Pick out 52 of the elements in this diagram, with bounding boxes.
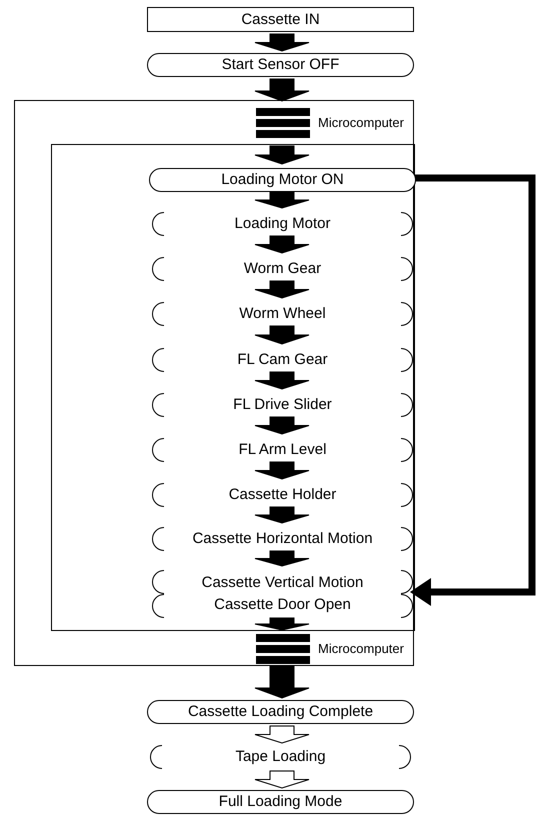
block-arrow xyxy=(254,372,310,390)
node-label: Cassette IN xyxy=(241,10,320,30)
bracket-box xyxy=(147,745,414,769)
block-arrow xyxy=(254,192,310,209)
rounded-box xyxy=(147,700,414,724)
rounded-box xyxy=(147,790,414,814)
block-arrow xyxy=(254,666,310,699)
connector-arrow xyxy=(410,174,536,606)
node-label: Worm Wheel xyxy=(239,304,326,324)
block-arrow xyxy=(254,550,310,567)
rounded-box xyxy=(149,168,416,192)
block-arrow xyxy=(254,618,310,631)
block-arrow xyxy=(254,146,310,165)
block-arrow xyxy=(254,462,310,480)
node-label: Full Loading Mode xyxy=(218,792,342,812)
node-label: Loading Motor ON xyxy=(221,170,344,190)
rounded-box xyxy=(147,53,414,77)
node-label: Cassette Holder xyxy=(228,485,336,505)
process-box xyxy=(147,7,414,32)
node-label: FL Arm Level xyxy=(238,440,326,460)
node-label: Cassette Door Open xyxy=(214,595,351,615)
node-label: Loading Motor xyxy=(234,214,330,234)
bracket-box xyxy=(149,257,416,281)
block-arrow xyxy=(254,770,310,789)
node-label: Cassette Vertical Motion xyxy=(202,573,364,593)
node-label: Tape Loading xyxy=(235,747,326,767)
bracket-box xyxy=(149,483,416,507)
bracket-box xyxy=(149,570,416,618)
node-label: Cassette Horizontal Motion xyxy=(192,529,373,549)
bracket-box xyxy=(149,393,416,417)
node-label: Cassette Loading Complete xyxy=(188,702,374,722)
block-arrow xyxy=(254,236,310,254)
node-label: FL Cam Gear xyxy=(237,350,328,370)
node-label: Worm Gear xyxy=(244,259,322,279)
block-arrow xyxy=(254,726,310,744)
block-arrow xyxy=(254,34,310,52)
frame-box xyxy=(14,100,414,666)
node-label: Microcomputer xyxy=(318,114,404,132)
bracket-box xyxy=(149,438,416,462)
bracket-box xyxy=(149,527,416,551)
block-arrow xyxy=(254,416,310,435)
block-arrow xyxy=(254,326,310,345)
node-label: Start Sensor OFF xyxy=(222,55,340,75)
block-arrow xyxy=(254,78,310,102)
block-arrow xyxy=(254,280,310,299)
node-label: FL Drive Slider xyxy=(233,395,332,415)
node-label: Microcomputer xyxy=(318,640,404,658)
frame-box xyxy=(51,144,415,631)
bracket-box xyxy=(149,302,416,326)
block-arrow xyxy=(254,506,310,524)
bracket-box xyxy=(149,212,416,236)
bracket-box xyxy=(149,348,416,372)
